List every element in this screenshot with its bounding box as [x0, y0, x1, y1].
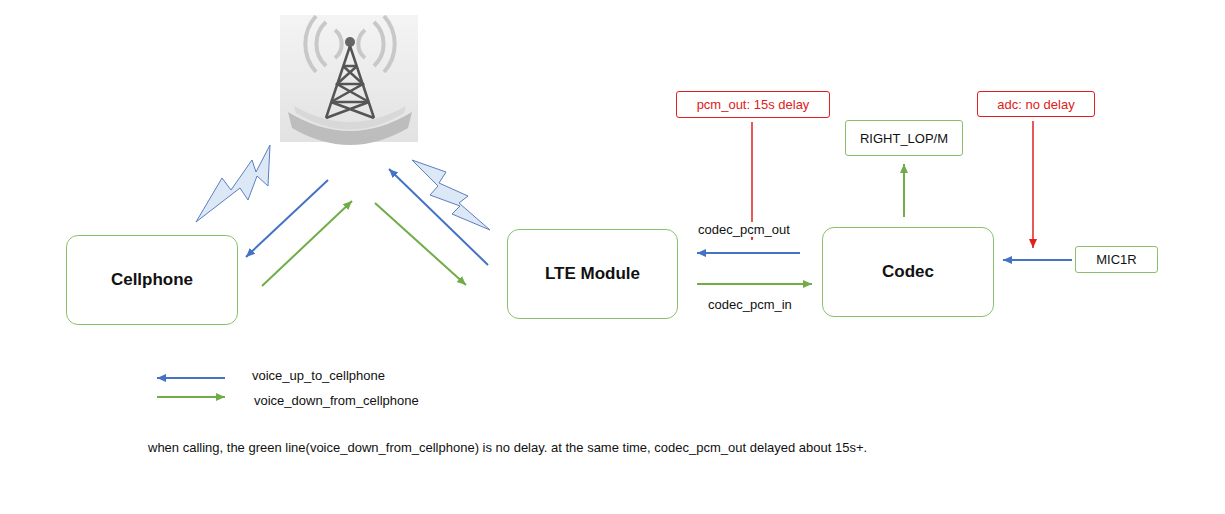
node-text: LTE Module: [545, 264, 640, 284]
node-text: Cellphone: [111, 270, 193, 290]
callout-leader: [1032, 121, 1034, 248]
output-box: RIGHT_LOP/M: [845, 120, 963, 156]
voice-down-line: [375, 203, 466, 285]
node-text: MIC1R: [1096, 252, 1136, 267]
codec-box: Codec: [822, 227, 994, 317]
signal-name: codec_pcm_out: [696, 222, 792, 237]
input-box: MIC1R: [1075, 246, 1158, 273]
voice-up-line: [389, 169, 488, 265]
signal-connector: [697, 283, 812, 285]
node-text: Codec: [882, 262, 934, 282]
callout-box: adc: no delay: [977, 91, 1095, 117]
tower-illustration: [280, 15, 418, 145]
legend-text: voice_up_to_cellphone: [250, 368, 387, 383]
callout-box: pcm_out: 15s delay: [676, 91, 830, 118]
legend-text: voice_down_from_cellphone: [252, 393, 421, 408]
node-text: adc: no delay: [997, 97, 1074, 112]
signal-connector: [903, 164, 905, 217]
voice-down-line: [262, 201, 352, 286]
module-box: LTE Module: [507, 229, 678, 319]
legend-sample: [157, 396, 225, 398]
signal-connector: [697, 252, 800, 254]
device-box: Cellphone: [66, 235, 238, 325]
signal-connector: [1003, 259, 1072, 261]
caption: when calling, the green line(voice_down_…: [146, 440, 869, 455]
signal-name: codec_pcm_in: [706, 297, 794, 312]
node-text: RIGHT_LOP/M: [860, 131, 948, 146]
lightning-bolt: [196, 145, 270, 222]
voice-up-line: [246, 180, 328, 257]
legend-sample: [157, 377, 225, 379]
lightning-bolt: [412, 160, 490, 230]
node-text: pcm_out: 15s delay: [697, 97, 810, 112]
